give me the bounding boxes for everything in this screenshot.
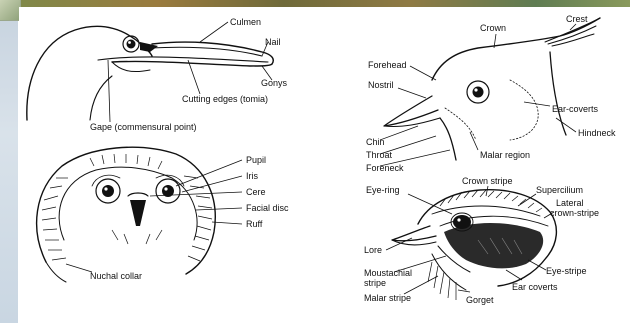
gull-eye-highlight <box>128 41 131 44</box>
owl-beak <box>130 200 146 226</box>
label-moustachial: Moustachial <box>364 268 412 278</box>
label-ear-coverts: Ear-coverts <box>552 104 599 114</box>
label-chin: Chin <box>366 137 385 147</box>
owl-left-eye-feathers <box>92 175 120 186</box>
label-nail: Nail <box>265 37 281 47</box>
leader-malar-stripe <box>404 276 438 294</box>
sparrow-eye-highlight <box>457 218 460 221</box>
top-photo-strip <box>0 0 630 7</box>
sparrow-gorget-hatching <box>428 262 456 300</box>
leader-facial-disc <box>196 208 242 210</box>
gull-lower-bill <box>112 61 272 66</box>
label-malar-region: Malar region <box>480 150 530 160</box>
left-side-bar <box>0 7 18 323</box>
leader-chin <box>380 126 418 140</box>
label-lateral: Lateral <box>556 198 584 208</box>
label-ruff: Ruff <box>246 219 263 229</box>
crested-eye-highlight <box>474 88 477 91</box>
sparrow-supercilium-upper <box>432 206 540 216</box>
leader-pupil <box>176 160 242 186</box>
crested-ear-covert-border <box>510 80 538 140</box>
crested-hindneck-outline <box>550 52 566 135</box>
diagram-panel: Culmen Nail Gonys Cutting edges (tomia) … <box>19 7 630 323</box>
crested-upper-bill <box>384 96 438 126</box>
leader-ear-coverts <box>524 102 550 106</box>
leader-eye-ring <box>408 194 452 214</box>
owl-cere <box>128 193 148 196</box>
sparrow-crown-hatching <box>440 190 542 212</box>
owl-facial-disc-outline <box>59 167 197 240</box>
owl-left-highlight <box>104 187 107 190</box>
leader-lore <box>386 238 412 250</box>
leader-gape <box>108 60 110 122</box>
sparrow-head-diagram: Crown stripe Eye-ring Supercilium Latera… <box>364 176 599 305</box>
label-foreneck: Foreneck <box>366 163 404 173</box>
sparrow-upper-bill <box>392 226 436 241</box>
leader-ear-coverts-lower <box>506 270 522 280</box>
label-pupil: Pupil <box>246 155 266 165</box>
label-nostril: Nostril <box>368 80 394 90</box>
label-ear-coverts: Ear coverts <box>512 282 558 292</box>
owl-ruff-hatching-left <box>42 178 68 260</box>
owl-head-outline <box>37 147 216 274</box>
label-crown-stripe-lateral: crown-stripe <box>550 208 599 218</box>
label-crown-stripe: Crown stripe <box>462 176 513 186</box>
label-cere: Cere <box>246 187 266 197</box>
owl-crown-hatching <box>90 154 162 169</box>
leader-ruff <box>212 222 242 224</box>
label-hindneck: Hindneck <box>578 128 616 138</box>
crested-eye <box>473 87 484 98</box>
leader-crown-stripe <box>486 186 488 196</box>
owl-nuchal-collar <box>46 262 66 282</box>
leader-iris <box>182 176 242 192</box>
label-moustachial-stripe: stripe <box>364 278 386 288</box>
crested-crown-outline <box>432 18 600 80</box>
leader-forehead <box>410 66 436 80</box>
gull-chin-line <box>112 62 150 72</box>
leader-nuchal-collar <box>66 264 92 272</box>
crested-head-diagram: Crown Crest Forehead Nostril Ear-coverts… <box>366 14 616 173</box>
leader-nostril <box>398 88 426 98</box>
label-forehead: Forehead <box>368 60 407 70</box>
label-nuchal-collar: Nuchal collar <box>90 271 142 281</box>
label-eye-ring: Eye-ring <box>366 185 400 195</box>
label-crest: Crest <box>566 14 588 24</box>
leader-malar-region <box>470 132 478 150</box>
owl-ruff-hatching-right <box>184 176 212 261</box>
sparrow-eye <box>453 215 471 229</box>
label-iris: Iris <box>246 171 258 181</box>
label-supercilium: Supercilium <box>536 185 583 195</box>
crested-throat-outline <box>440 118 456 160</box>
label-gape: Gape (commensural point) <box>90 122 197 132</box>
label-gonys: Gonys <box>261 78 288 88</box>
leader-gorget <box>458 290 470 292</box>
owl-head-diagram: Pupil Iris Cere Facial disc Ruff Nuchal … <box>37 147 289 282</box>
bird-topography-figure: Culmen Nail Gonys Cutting edges (tomia) … <box>19 7 630 323</box>
label-gorget: Gorget <box>466 295 494 305</box>
gull-head-diagram: Culmen Nail Gonys Cutting edges (tomia) … <box>27 17 288 132</box>
label-facial-disc: Facial disc <box>246 203 289 213</box>
leader-hindneck <box>556 118 576 132</box>
label-throat: Throat <box>366 150 393 160</box>
gull-eye <box>127 40 136 49</box>
owl-right-highlight <box>164 187 167 190</box>
label-crown: Crown <box>480 23 506 33</box>
owl-left-pupil <box>102 185 114 197</box>
label-culmen: Culmen <box>230 17 261 27</box>
label-cutting-edges: Cutting edges (tomia) <box>182 94 268 104</box>
leader-cutting-edges <box>188 60 200 94</box>
corner-thumbnail <box>0 0 21 21</box>
sparrow-eye-stripe-patch <box>444 223 543 268</box>
label-malar-stripe: Malar stripe <box>364 293 411 303</box>
label-lore: Lore <box>364 245 382 255</box>
owl-chin-hatching <box>112 230 162 244</box>
label-eye-stripe: Eye-stripe <box>546 266 587 276</box>
leader-culmen <box>200 22 228 42</box>
